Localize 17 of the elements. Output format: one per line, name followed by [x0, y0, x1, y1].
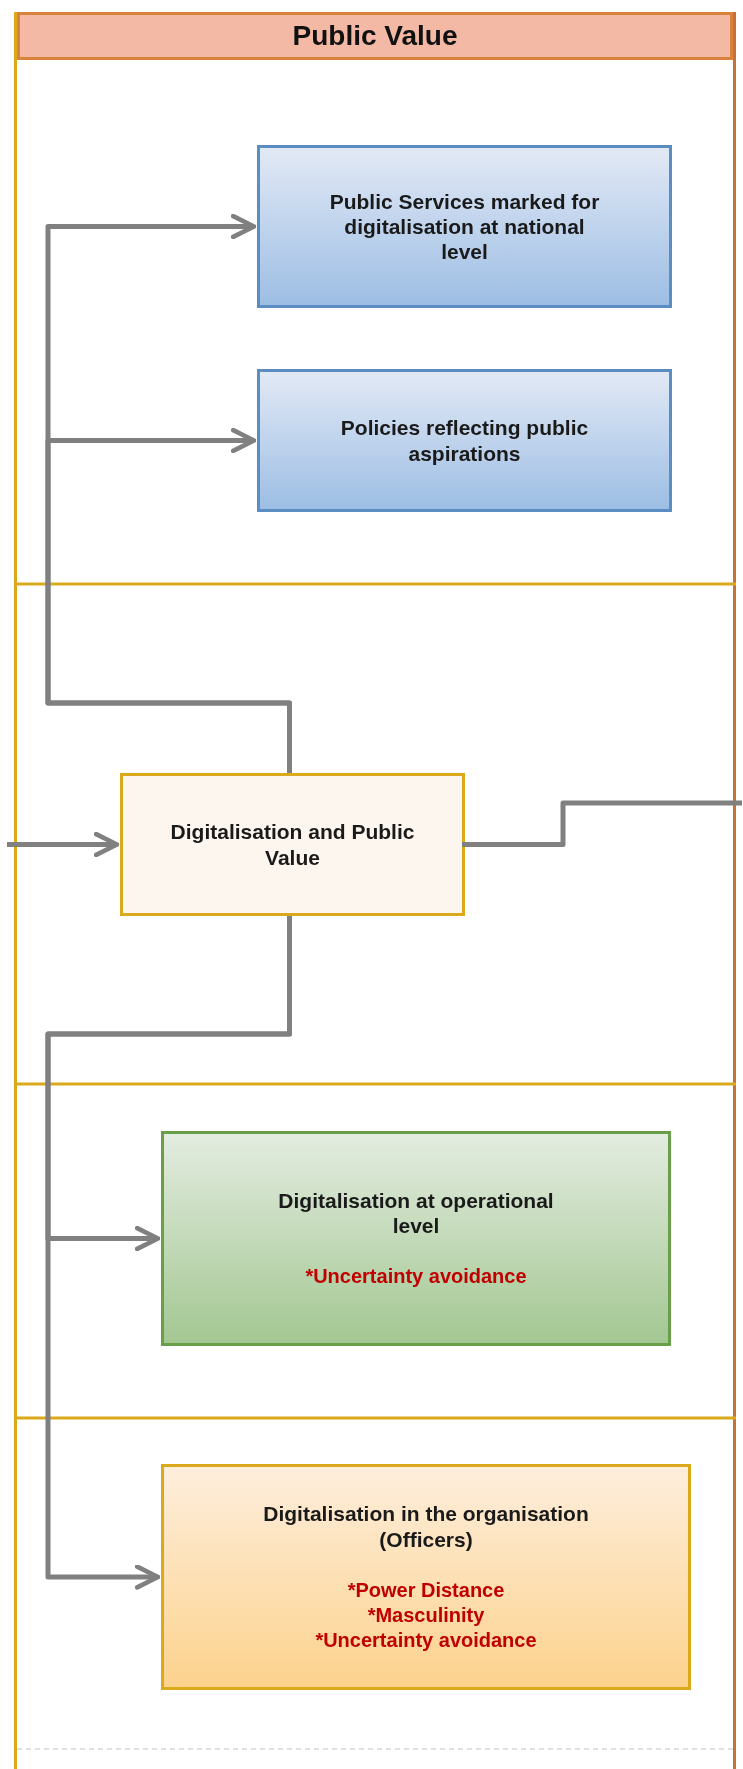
- swimlane-frame: [14, 12, 736, 1769]
- box-text: Digitalisation in the organisation (Officers): [262, 1501, 590, 1552]
- bullet-text: *Uncertainty avoidance: [314, 1627, 538, 1653]
- lane-header: Public Value: [17, 12, 733, 60]
- process-box: [257, 369, 672, 512]
- box-text: Digitalisation at operational level: [277, 1187, 555, 1239]
- bullet-text: *Masculinity: [366, 1602, 486, 1628]
- process-box: [257, 145, 672, 308]
- box-text: Policies reflecting public aspirations: [339, 415, 590, 466]
- bullet-text: *Uncertainty avoidance: [304, 1264, 528, 1290]
- box-text: Digitalisation and Public Value: [169, 819, 416, 870]
- bullet-text: *Power Distance: [346, 1577, 506, 1603]
- box-text: Public Services marked for digitalisation at national level: [328, 188, 601, 265]
- process-box: [161, 1464, 691, 1690]
- process-box: [161, 1131, 671, 1346]
- process-box: [120, 773, 465, 916]
- arrow: [7, 831, 120, 858]
